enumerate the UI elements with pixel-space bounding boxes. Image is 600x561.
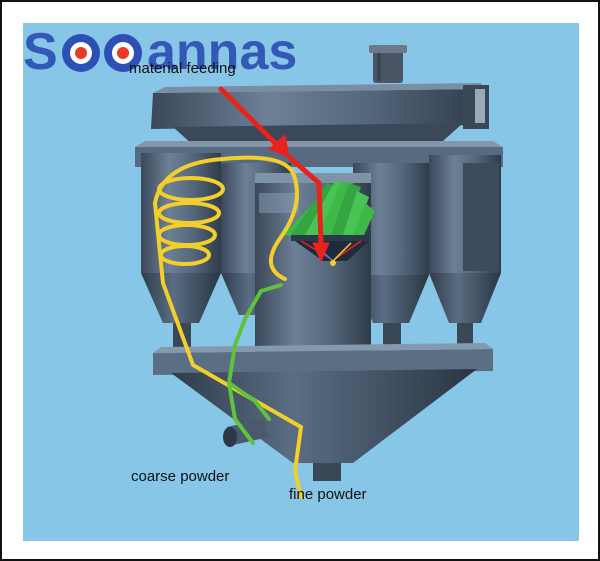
upper-ring <box>135 141 503 167</box>
collection-cone <box>171 369 477 481</box>
coarse-powder-flow <box>227 283 283 445</box>
cyclone-right-far <box>463 163 499 271</box>
illustration-panel: S annas material feeding coarse powder f… <box>23 23 579 541</box>
top-manifold <box>151 83 489 145</box>
drive-motor <box>369 45 407 83</box>
material-feeding-label: material feeding <box>129 60 236 77</box>
base-ring <box>153 343 493 375</box>
fine-powder-flow <box>153 155 303 499</box>
coarse-powder-label: coarse powder <box>131 468 230 485</box>
classifier-machine-illustration <box>23 23 579 541</box>
red-arrow-icon <box>218 86 330 262</box>
fine-powder-label: fine powder <box>289 486 367 503</box>
